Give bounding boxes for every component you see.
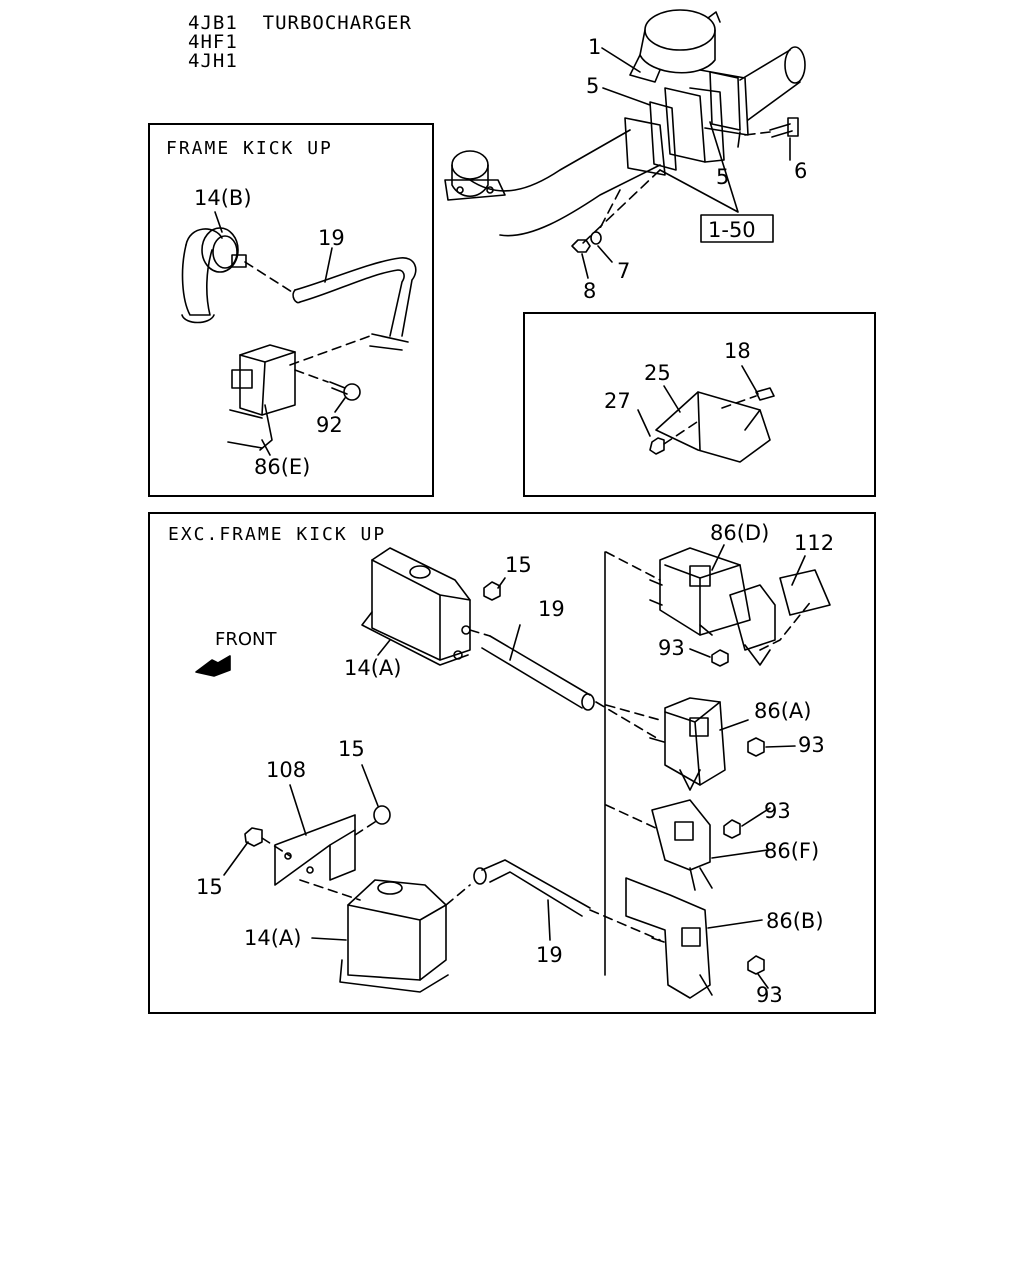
reference-label-1-50: 1-50 (708, 218, 756, 242)
exc-frame-kick-up-title: EXC.FRAME KICK UP (168, 524, 387, 545)
part-label-14b: 14(B) (194, 186, 252, 210)
part-label-5-lower: 5 (716, 165, 729, 189)
part-label-92: 92 (316, 413, 343, 437)
part-label-15-left: 15 (196, 875, 223, 899)
part-label-112: 112 (794, 531, 834, 555)
header-line-1: 4JB1 TURBOCHARGER (188, 12, 412, 34)
frame-kick-up-parts (181, 211, 417, 456)
part-label-86a: 86(A) (754, 699, 811, 723)
part-label-15-top: 15 (505, 553, 532, 577)
bracket-detail-panel (523, 312, 876, 497)
part-label-19-mid: 19 (538, 597, 565, 621)
front-label: FRONT (215, 629, 277, 650)
frame-kick-up-title: FRAME KICK UP (166, 138, 333, 159)
part-label-19-bottom: 19 (536, 943, 563, 967)
part-label-18: 18 (724, 339, 751, 363)
part-label-86e: 86(E) (254, 455, 310, 479)
part-label-5-upper: 5 (586, 74, 599, 98)
part-label-86d: 86(D) (710, 521, 769, 545)
part-label-93-d: 93 (756, 983, 783, 1007)
part-label-108: 108 (266, 758, 306, 782)
header-line-2: 4HF1 (188, 31, 238, 53)
exc-frame-kick-up-parts (195, 544, 831, 999)
part-label-1: 1 (588, 35, 601, 59)
part-label-6: 6 (794, 159, 807, 183)
part-label-93-b: 93 (798, 733, 825, 757)
reference-box-1-50 (700, 214, 774, 243)
exc-frame-kick-up-panel (148, 512, 876, 1014)
part-label-27: 27 (604, 389, 631, 413)
part-label-14a-top: 14(A) (344, 656, 401, 680)
part-label-25: 25 (644, 361, 671, 385)
part-label-15-bracket: 15 (338, 737, 365, 761)
part-label-14a-bottom: 14(A) (244, 926, 301, 950)
part-label-8: 8 (583, 279, 596, 303)
part-label-19-frame: 19 (318, 226, 345, 250)
frame-kick-up-panel (148, 123, 434, 497)
part-label-93-c: 93 (764, 799, 791, 823)
header-line-3: 4JH1 (188, 50, 238, 72)
turbo-exhaust-assembly (444, 9, 806, 279)
part-label-86b: 86(B) (766, 909, 824, 933)
part-label-86f: 86(F) (764, 839, 819, 863)
part-label-7: 7 (617, 259, 630, 283)
part-label-93-a: 93 (658, 636, 685, 660)
part-labels: 1 5 5 6 7 8 1-50 14(B) 19 92 86(E) 18 25… (194, 35, 834, 1007)
bracket-detail-parts (637, 365, 775, 463)
